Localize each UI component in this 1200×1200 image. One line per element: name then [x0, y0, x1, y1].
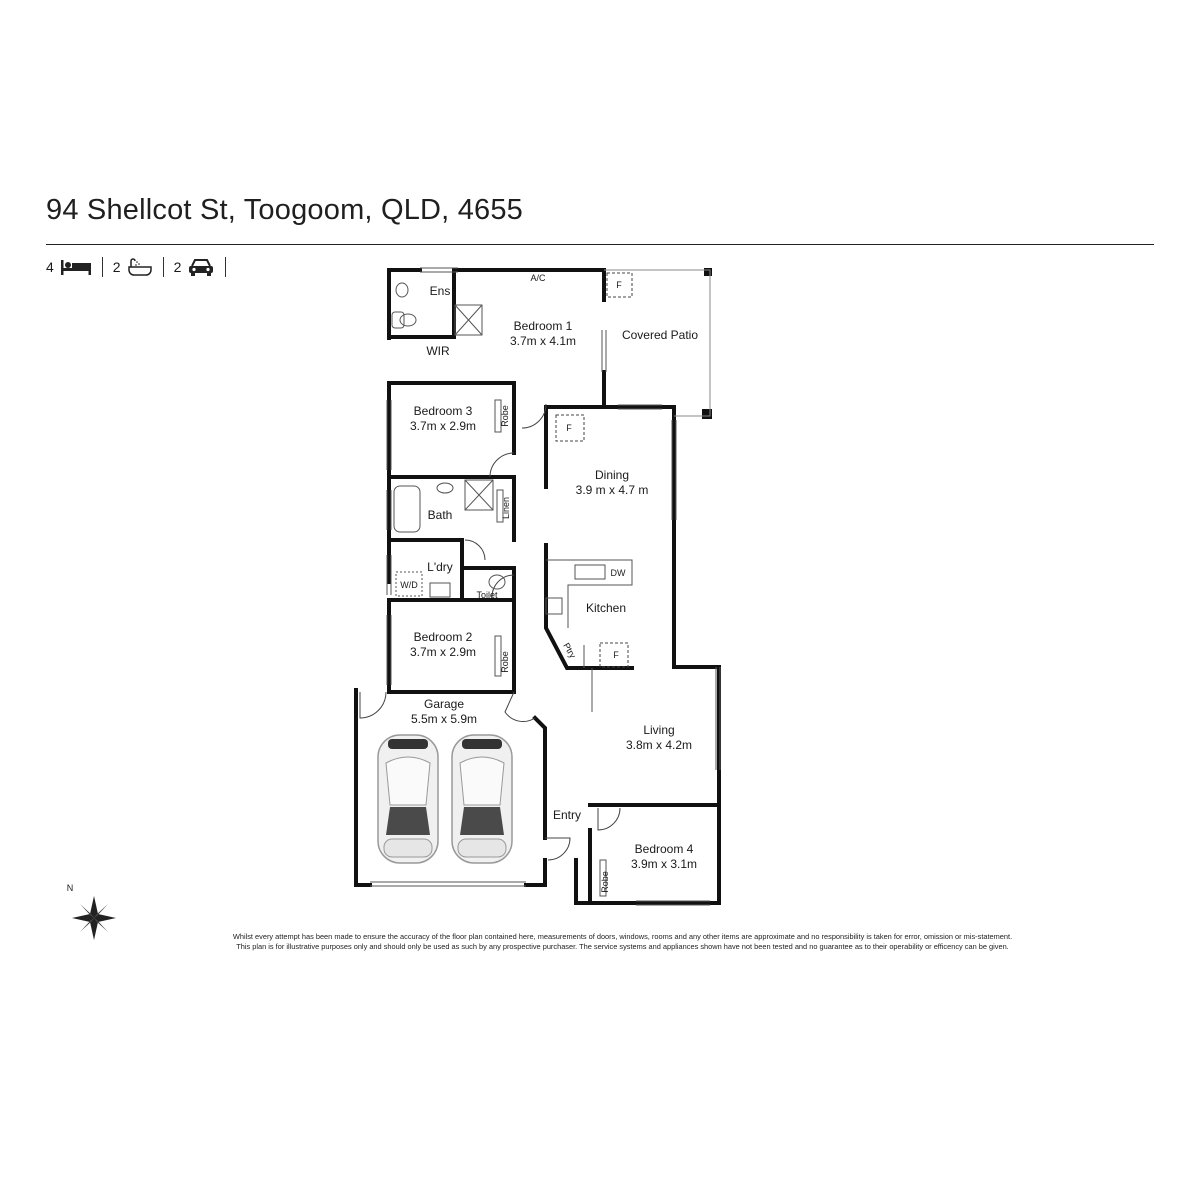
- car-icon: [451, 734, 513, 864]
- bath-icon: [127, 258, 152, 276]
- bedroom1-size: 3.7m x 4.1m: [510, 334, 576, 348]
- linen-label: Linen: [501, 497, 511, 519]
- windows: [370, 267, 721, 906]
- toilet-label: Toilet: [476, 590, 498, 600]
- header-divider: [46, 244, 1154, 245]
- robe3-label: Robe: [500, 405, 510, 427]
- dining-size: 3.9 m x 4.7 m: [576, 483, 649, 497]
- feature-separator: [225, 257, 227, 277]
- compass-north-label: N: [67, 883, 74, 893]
- robe4-label: Robe: [600, 871, 610, 893]
- fixtures: [391, 282, 633, 897]
- bedroom-count-value: 4: [46, 259, 54, 275]
- bathroom-count: 2: [113, 257, 153, 277]
- living-name: Living: [643, 723, 674, 737]
- covered-patio-label: Covered Patio: [622, 328, 698, 342]
- bed-icon: [60, 260, 91, 275]
- living-size: 3.8m x 4.2m: [626, 738, 692, 752]
- compass-rose-icon: N: [67, 883, 116, 940]
- wir-label: WIR: [426, 344, 450, 358]
- car-count-value: 2: [173, 259, 182, 275]
- dw-label: DW: [611, 568, 626, 578]
- ptry-label: Ptry: [561, 641, 578, 660]
- bedroom2-size: 3.7m x 2.9m: [410, 645, 476, 659]
- wd-label: W/D: [400, 580, 418, 590]
- walls: [354, 268, 721, 905]
- door-swings: [359, 403, 621, 861]
- robe2-label: Robe: [500, 651, 510, 673]
- car-icon: [377, 734, 439, 864]
- ldry-label: L'dry: [427, 560, 453, 574]
- garage-size: 5.5m x 5.9m: [411, 712, 477, 726]
- bedroom4-name: Bedroom 4: [635, 842, 694, 856]
- kitchen-label: Kitchen: [586, 601, 626, 615]
- room-labels: Ens A/C Bedroom 1 3.7m x 4.1m WIR Covere…: [400, 273, 698, 893]
- bedroom3-size: 3.7m x 2.9m: [410, 419, 476, 433]
- car-icon: [189, 259, 214, 276]
- bathroom-count-value: 2: [112, 259, 121, 275]
- disclaimer-line-1: Whilst every attempt has been made to en…: [232, 932, 1013, 941]
- ac-label: A/C: [530, 273, 546, 283]
- disclaimer-line-2: This plan is for illustrative purposes o…: [236, 942, 1009, 951]
- bedroom1-name: Bedroom 1: [514, 319, 573, 333]
- ens-label: Ens: [430, 284, 451, 298]
- disclaimer: Whilst every attempt has been made to en…: [100, 932, 1145, 952]
- entry-label: Entry: [553, 808, 581, 822]
- bedroom-count: 4: [46, 258, 92, 276]
- bedroom3-name: Bedroom 3: [414, 404, 473, 418]
- garage-name: Garage: [424, 697, 464, 711]
- feature-separator: [101, 257, 103, 277]
- dining-f-label: F: [566, 423, 572, 433]
- patio-f-label: F: [616, 280, 622, 290]
- car-count: 2: [174, 257, 216, 277]
- feature-separator: [162, 257, 164, 277]
- bedroom2-name: Bedroom 2: [414, 630, 473, 644]
- bath-label: Bath: [428, 508, 453, 522]
- property-address: 94 Shellcot St, Toogoom, QLD, 4655: [46, 194, 524, 226]
- property-features: 4 2 2: [46, 256, 236, 278]
- patio-outline: [604, 269, 711, 417]
- kitchen-f-label: F: [613, 650, 619, 660]
- bedroom4-size: 3.9m x 3.1m: [631, 857, 697, 871]
- dining-name: Dining: [595, 468, 629, 482]
- patio-posts: [702, 268, 712, 419]
- dashed-boxes: [555, 272, 633, 668]
